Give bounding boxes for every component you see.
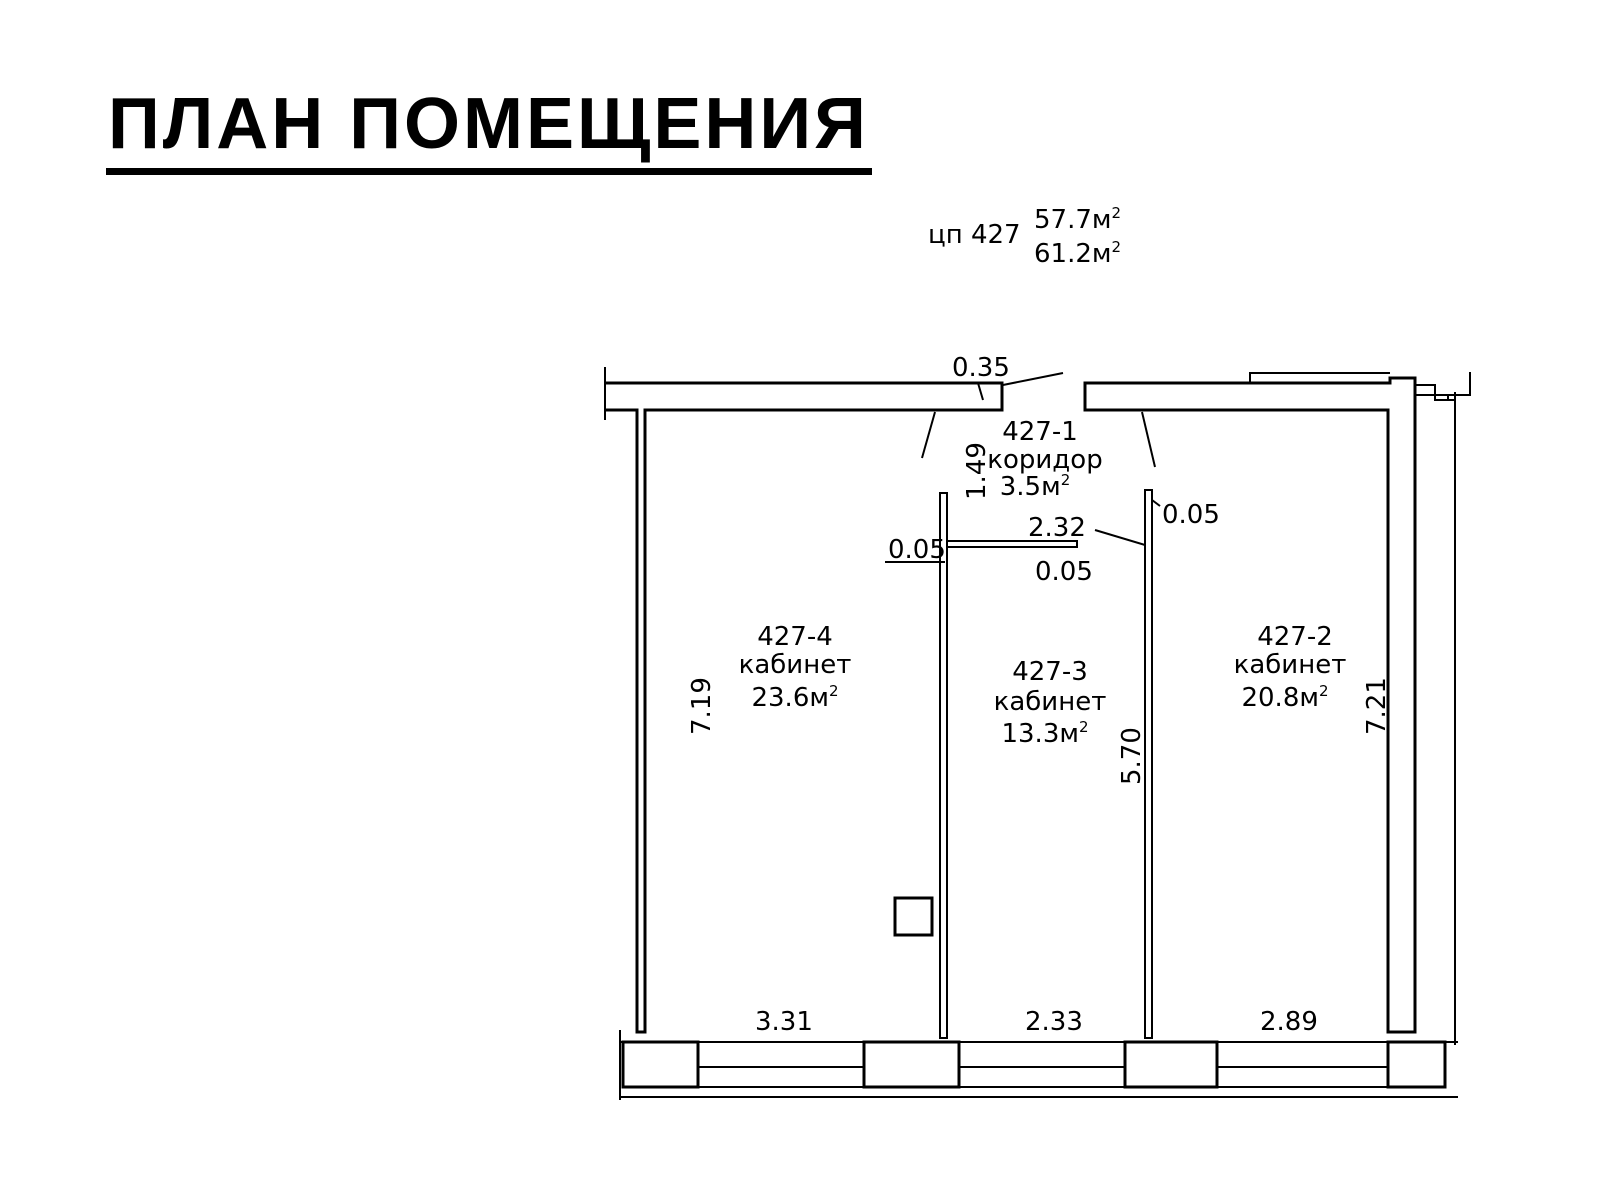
room-1-area: 3.5м2 <box>1000 471 1071 502</box>
dim-corridor-depth: 1.49 <box>962 442 992 500</box>
room-4-code: 427-4 <box>757 622 833 652</box>
room-4-area: 23.6м2 <box>751 682 838 713</box>
room-3-name: кабинет <box>994 687 1107 717</box>
unit-area-living: 57.7м2 <box>1034 204 1121 235</box>
wall-top-right-ledge <box>1249 372 1390 383</box>
room-2-area: 20.8м2 <box>1241 682 1328 713</box>
room-3-area: 13.3м2 <box>1001 718 1088 749</box>
dim-partition-top: 2.32 <box>1028 513 1086 543</box>
door-swing-entrance <box>1002 372 1064 386</box>
dim-partition-bottom: 0.05 <box>1035 557 1093 587</box>
door-swing-right <box>1141 411 1156 468</box>
room-1-code: 427-1 <box>1002 417 1078 447</box>
unit-area-total: 61.2м2 <box>1034 238 1121 269</box>
room-2-name: кабинет <box>1234 650 1347 680</box>
dim-room3-width: 2.33 <box>1025 1007 1083 1037</box>
unit-id: цп 427 <box>928 220 1021 250</box>
dim-room3-height: 5.70 <box>1117 727 1147 785</box>
wall-top-left <box>605 381 1004 1034</box>
pier-1 <box>621 1040 700 1089</box>
pier-4 <box>1386 1040 1447 1089</box>
partition-right <box>1144 489 1153 1039</box>
dim-partition-left: 0.05 <box>888 535 946 565</box>
door-swing-mid <box>1094 529 1146 546</box>
pier-3 <box>1123 1040 1219 1089</box>
dim-room4-height: 7.19 <box>687 677 717 735</box>
dim-top-wall: 0.35 <box>952 353 1010 383</box>
vent-shaft <box>893 896 934 937</box>
partition-left <box>939 492 948 1039</box>
dim-leader-right <box>1151 499 1161 507</box>
wall-right-steps <box>1415 372 1471 401</box>
room-4-name: кабинет <box>739 650 852 680</box>
page-title: ПЛАН ПОМЕЩЕНИЯ <box>108 84 869 164</box>
dim-partition-right: 0.05 <box>1162 500 1220 530</box>
partition-corridor <box>946 540 1078 548</box>
title-underline <box>106 168 872 175</box>
window-3 <box>1217 1066 1388 1088</box>
window-1 <box>698 1066 864 1088</box>
dim-room2-width: 2.89 <box>1260 1007 1318 1037</box>
window-2 <box>959 1066 1125 1088</box>
wall-top-right <box>1083 376 1417 1034</box>
room-1-name: коридор <box>987 445 1102 475</box>
pier-2 <box>862 1040 961 1089</box>
door-swing-left <box>921 411 936 459</box>
room-3-code: 427-3 <box>1012 657 1088 687</box>
dim-tick-top-wall <box>977 382 984 401</box>
dim-room4-width: 3.31 <box>755 1007 813 1037</box>
dim-room2-height: 7.21 <box>1362 677 1392 735</box>
room-2-code: 427-2 <box>1257 622 1333 652</box>
